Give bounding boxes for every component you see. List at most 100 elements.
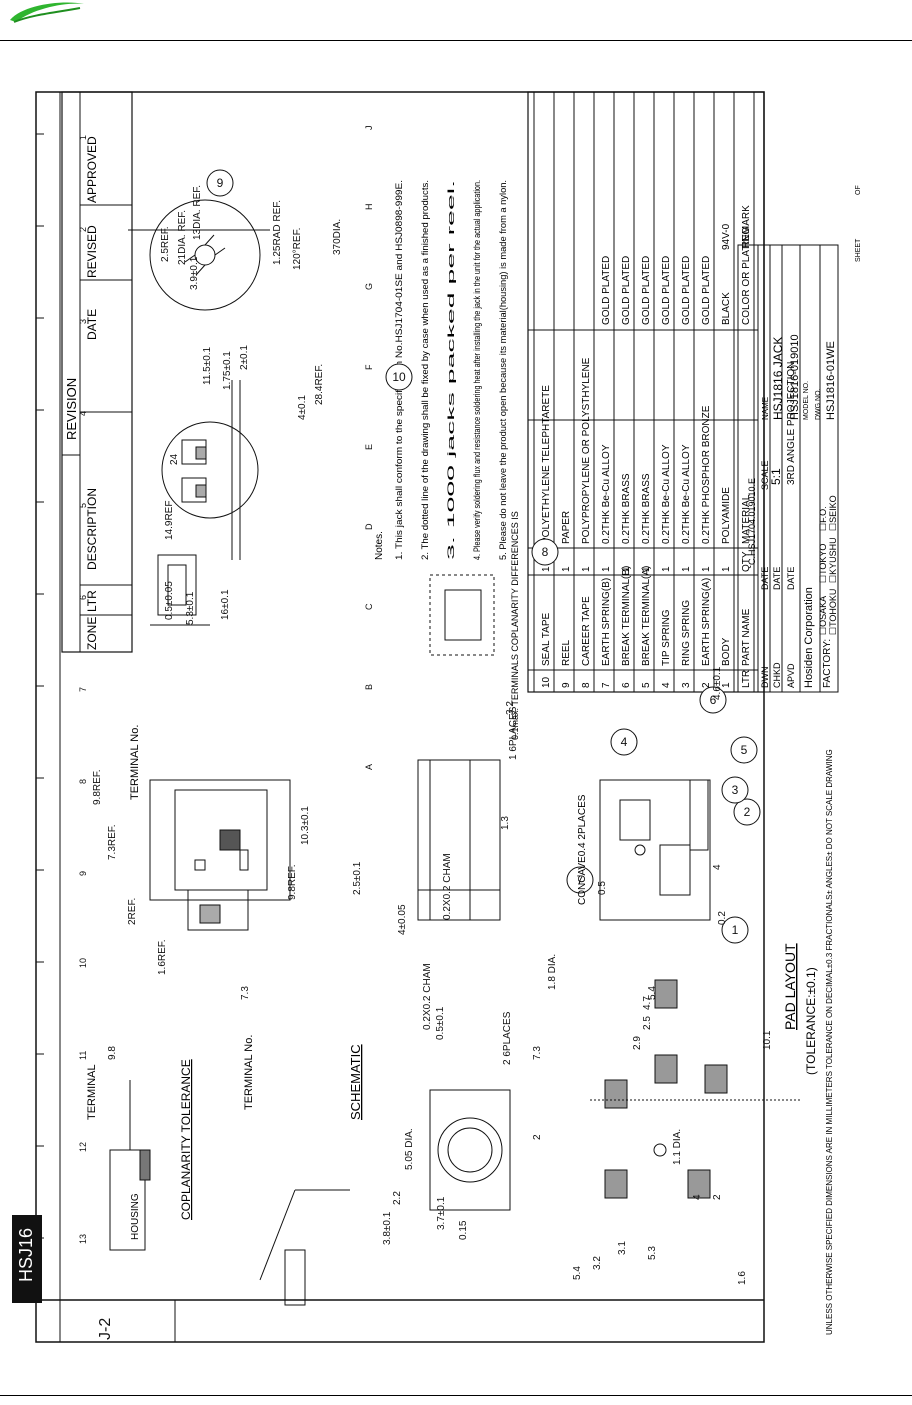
title-sheet-label: SHEET [855, 238, 862, 262]
border-number: 1 [78, 135, 88, 140]
title-spec-no: C.HSJ1704.019010.E [747, 478, 757, 565]
border-number: 3 [78, 319, 88, 324]
balloon-label: 10 [392, 370, 406, 384]
company-logo-icon [10, 2, 84, 23]
terminal-label: TERMINAL [86, 1064, 98, 1120]
bom-part-name: BREAK TERMINAL(A) [641, 566, 652, 666]
dimension-label: 0.5±0.1 [435, 1006, 446, 1040]
dimension-label: 10.3±0.1 [300, 806, 311, 845]
dimension-label: 4 [692, 1194, 703, 1200]
balloon-label: 7 [577, 873, 584, 887]
dimension-label: 9.8REF. [92, 769, 103, 805]
balloon-2 [733, 798, 761, 826]
border-letter: C [364, 603, 374, 610]
border-letter: E [364, 444, 374, 450]
dimension-label: 4.6±0.1 [712, 666, 723, 700]
bom-header-ltr: LTR [741, 670, 752, 688]
bom-row-number: 4 [661, 682, 672, 688]
terminal-no-label-top: TERMINAL No. [129, 725, 141, 800]
bom-part-name: TIP SPRING [661, 609, 672, 666]
dimension-label: 10.1 [762, 1030, 773, 1050]
bom-header-remark: REMARK [741, 205, 752, 248]
bom-part-name: EARTH SPRING(A) [701, 578, 712, 666]
balloon-label: 2 [744, 805, 751, 819]
dimension-label: 1.8 DIA. [547, 954, 558, 990]
dimension-label: 2.5 [642, 1016, 653, 1030]
dimension-label: 7.3 [532, 1046, 543, 1060]
bom-finish: GOLD PLATED [701, 256, 712, 325]
title-name-label: NAME [761, 397, 770, 420]
dimension-label: 9.8REF. [287, 864, 298, 900]
dimension-label: 5.4 [572, 1266, 583, 1280]
dimension-label: 2 [712, 1194, 723, 1200]
bom-part-name: CAREER TAPE [581, 596, 592, 666]
title-factory-option: ☐TOHOKU [828, 589, 838, 635]
title-factory-option: ☐OSAKA [818, 596, 828, 635]
border-letter: F [364, 364, 374, 370]
note-item: 3. 1000 jacks packed per reel. [446, 180, 456, 560]
bom-row-number: 7 [601, 682, 612, 688]
border-number: 6 [78, 595, 88, 600]
balloon-label: 3 [732, 783, 739, 797]
dimension-label: 5.4 [647, 986, 658, 1000]
balloon-8 [531, 538, 559, 566]
dimension-label: 16±0.1 [220, 589, 231, 620]
header-rule [0, 40, 912, 41]
bom-row-number: 8 [581, 682, 592, 688]
title-factory-label: FACTORY: [822, 639, 833, 688]
dimension-label: 4.7 [642, 996, 653, 1010]
dimension-label: 4±0.1 [297, 395, 308, 420]
bom-finish: BLACK [721, 292, 732, 325]
border-letter: B [364, 684, 374, 690]
terminal-no-label-left: TERMINAL No. [243, 1035, 255, 1110]
dimension-label: 0.5 [597, 881, 608, 895]
bom-row-number: 1 [721, 682, 732, 688]
bom-part-name: REEL [561, 639, 572, 666]
dimension-label: 3.2 [592, 1256, 603, 1270]
balloon-7 [566, 866, 594, 894]
dimension-label: 2.2 [392, 1191, 403, 1205]
bom-finish: GOLD PLATED [661, 256, 672, 325]
title-dwg-value: HSJ1816-01WE [825, 341, 837, 420]
title-factory-option: ☐SEIKO [828, 495, 838, 531]
title-of-label: OF [855, 185, 862, 195]
border-letter: A [364, 764, 374, 770]
bom-part-name: BODY [721, 637, 732, 666]
coplanarity-note: 0.1max. TERMINALS COPLANARITY DIFFERENCE… [510, 511, 520, 740]
dimension-label: 5.3 [647, 1246, 658, 1260]
border-number: 2 [78, 227, 88, 232]
dimension-label: 5.05 DIA. [404, 1128, 415, 1170]
dimension-label: 11.5±0.1 [202, 346, 213, 385]
bom-material: PAPER [561, 511, 572, 544]
bom-part-name: EARTH SPRING(B) [601, 578, 612, 666]
bom-row-number: 3 [681, 682, 692, 688]
bom-header-finish: COLOR OR PLATING [741, 227, 752, 325]
title-factory-option: ☐F.O. [818, 506, 828, 531]
dimension-label: 0.15 [458, 1220, 469, 1240]
dimension-label: 2 [532, 1134, 543, 1140]
schematic-label: SCHEMATIC [348, 1044, 363, 1120]
bom-finish: GOLD PLATED [641, 256, 652, 325]
balloon-3 [721, 776, 749, 804]
title-factory-option: ☐KYUSHU [828, 537, 838, 583]
border-number: 9 [78, 871, 88, 876]
title-date-label: DATE [760, 567, 770, 590]
balloon-10 [385, 363, 413, 391]
bom-remark: 94V-0 [721, 223, 732, 250]
bom-finish: GOLD PLATED [621, 256, 632, 325]
title-dwg-label: DWG NO. [815, 388, 822, 420]
dimension-label: 3.7±0.1 [436, 1196, 447, 1230]
pad-layout-tolerance: (TOLERANCE:±0.1) [804, 967, 818, 1075]
bom-header-qty: QTY [741, 551, 752, 572]
bom-row-number: 6 [621, 682, 632, 688]
bom-part-name: RING SPRING [681, 600, 692, 666]
dimension-label: 1.75±0.1 [222, 351, 233, 390]
dimension-label: 2REF. [127, 898, 138, 925]
border-number: 4 [78, 411, 88, 416]
bom-row-number: 5 [641, 682, 652, 688]
balloon-label: 5 [741, 743, 748, 757]
dimension-label: 4 [712, 864, 723, 870]
